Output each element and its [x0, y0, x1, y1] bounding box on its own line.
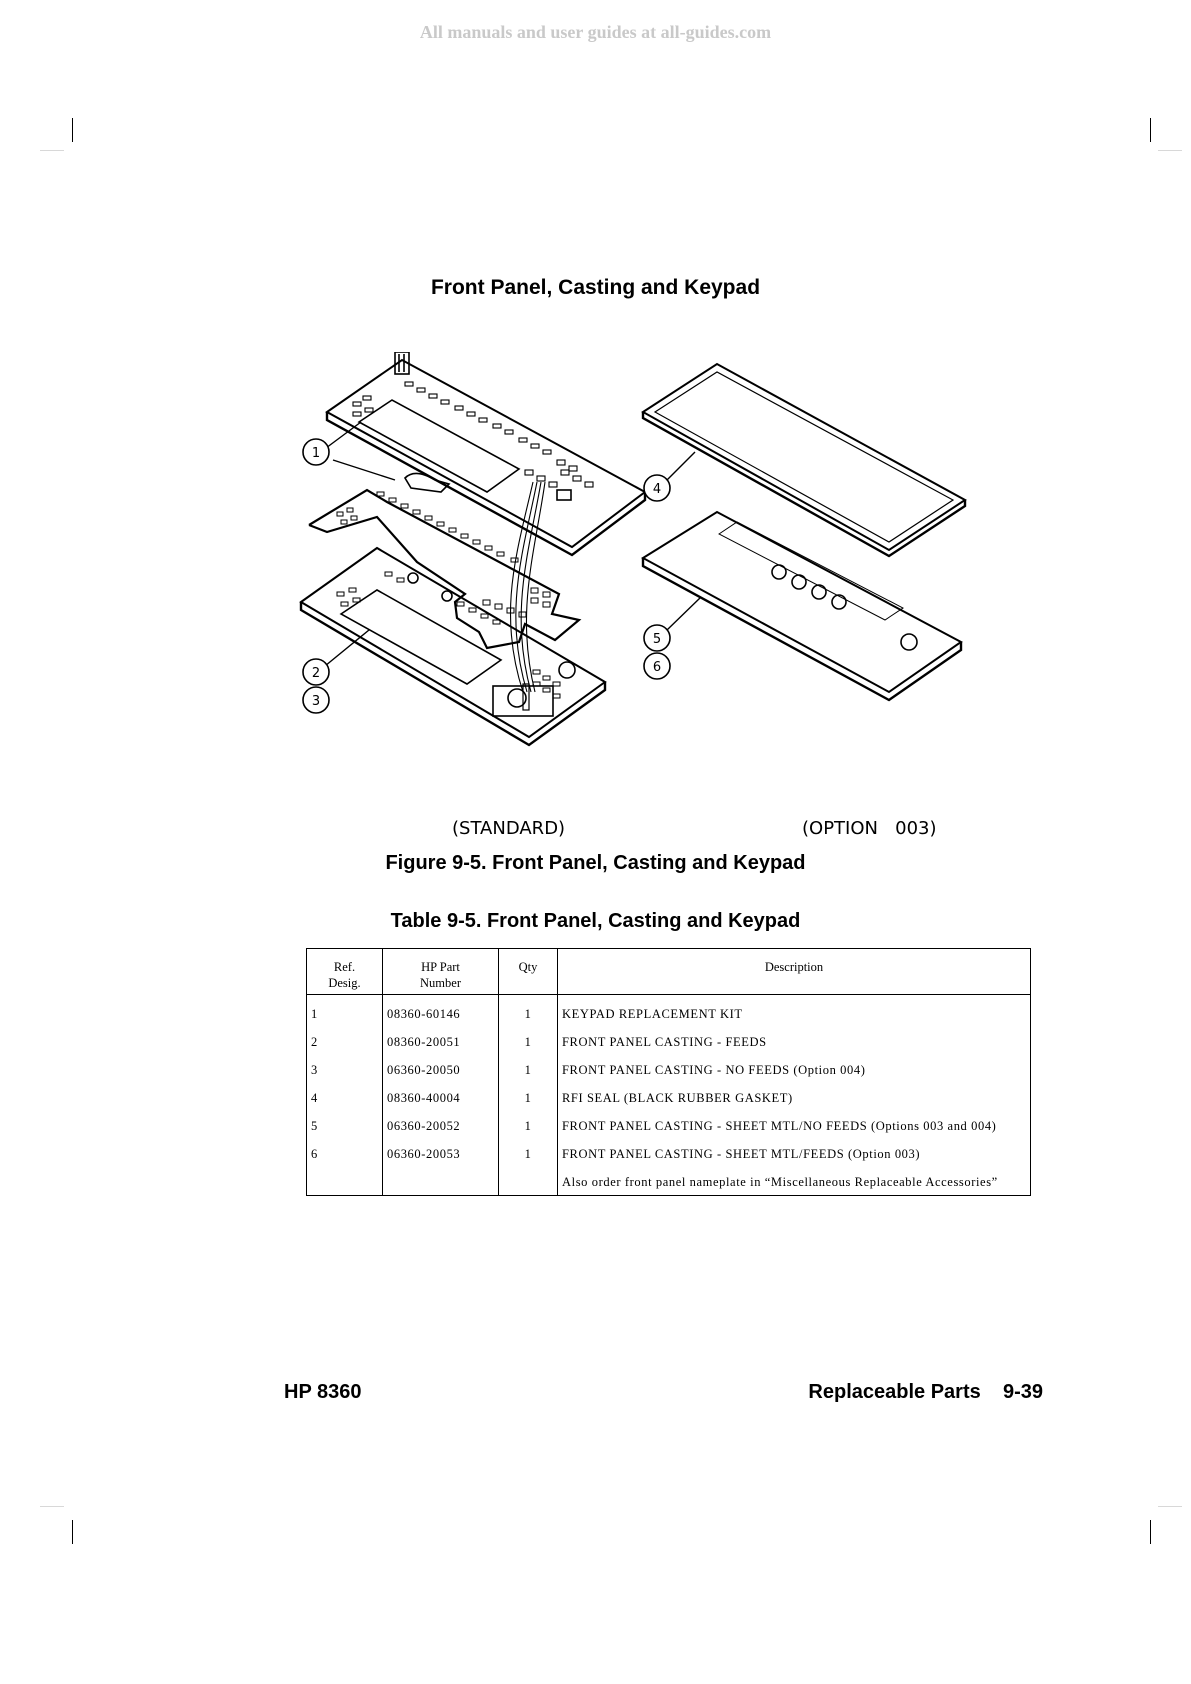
cell-ref: [306, 1167, 383, 1196]
svg-text:2: 2: [312, 666, 320, 681]
callout-4: 4: [643, 474, 671, 502]
cell-qty: 1: [498, 994, 558, 1027]
parts-table: Ref. Desig. HP Part Number Qty Descripti…: [306, 948, 1031, 1196]
header-qty: Qty: [498, 948, 558, 995]
header-ref-desig: Ref. Desig.: [306, 948, 383, 995]
label-standard: (STANDARD): [452, 818, 566, 839]
crop-mark: [40, 150, 64, 151]
svg-text:3: 3: [312, 694, 320, 709]
ribbon-cable-illustration: [509, 481, 546, 693]
cell-ref: 5: [306, 1111, 383, 1139]
cell-qty: 1: [498, 1139, 558, 1167]
cell-description: FRONT PANEL CASTING - NO FEEDS (Option 0…: [557, 1055, 1031, 1083]
cell-ref: 2: [306, 1027, 383, 1055]
cell-ref: 6: [306, 1139, 383, 1167]
callout-3: 3: [302, 686, 330, 714]
table-row: 3 06360-20050 1 FRONT PANEL CASTING - NO…: [306, 1055, 1031, 1083]
upper-front-panel-illustration: [325, 352, 647, 557]
footer-model: HP 8360: [284, 1381, 362, 1403]
cell-qty: 1: [498, 1027, 558, 1055]
header-part-number: HP Part Number: [382, 948, 499, 995]
crop-mark: [40, 1506, 64, 1507]
front-panel-exploded-diagram: 1 2 3 4 5 6: [299, 352, 967, 747]
cell-part-number: [382, 1167, 499, 1196]
crop-mark: [1158, 150, 1182, 151]
callout-6: 6: [643, 652, 671, 680]
label-option-003: (OPTION 003): [802, 818, 937, 839]
header-description: Description: [557, 948, 1031, 995]
lower-front-panel-illustration: [299, 546, 607, 747]
cell-description: KEYPAD REPLACEMENT KIT: [557, 994, 1031, 1027]
table-row: 2 08360-20051 1 FRONT PANEL CASTING - FE…: [306, 1027, 1031, 1055]
callout-5: 5: [643, 624, 671, 652]
callout-2: 2: [302, 658, 330, 686]
cell-qty: 1: [498, 1083, 558, 1111]
crop-mark: [72, 118, 73, 142]
crop-mark: [1150, 1520, 1151, 1544]
svg-text:6: 6: [653, 660, 661, 675]
cell-part-number: 06360-20052: [382, 1111, 499, 1139]
cell-qty: 1: [498, 1111, 558, 1139]
cell-description: FRONT PANEL CASTING - SHEET MTL/FEEDS (O…: [557, 1139, 1031, 1167]
footer-section-page: Replaceable Parts 9-39: [808, 1381, 1043, 1403]
table-header-row: Ref. Desig. HP Part Number Qty Descripti…: [306, 948, 1031, 995]
rfi-seal-illustration: [641, 362, 967, 558]
cell-ref: 4: [306, 1083, 383, 1111]
callout-1: 1: [302, 438, 330, 466]
table-caption: Table 9-5. Front Panel, Casting and Keyp…: [390, 910, 801, 932]
crop-mark: [72, 1520, 73, 1544]
table-row: 4 08360-40004 1 RFI SEAL (BLACK RUBBER G…: [306, 1083, 1031, 1111]
cell-part-number: 08360-40004: [382, 1083, 499, 1111]
table-row: 6 06360-20053 1 FRONT PANEL CASTING - SH…: [306, 1139, 1031, 1167]
cell-description: RFI SEAL (BLACK RUBBER GASKET): [557, 1083, 1031, 1111]
page-title: Front Panel, Casting and Keypad: [430, 276, 761, 299]
keypad-sheet-illustration: [308, 488, 582, 650]
crop-mark: [1150, 118, 1151, 142]
cell-ref: 1: [306, 994, 383, 1027]
cell-part-number: 06360-20050: [382, 1055, 499, 1083]
svg-text:4: 4: [653, 482, 661, 497]
cell-description: FRONT PANEL CASTING - FEEDS: [557, 1027, 1031, 1055]
cell-part-number: 06360-20053: [382, 1139, 499, 1167]
cell-description: FRONT PANEL CASTING - SHEET MTL/NO FEEDS…: [557, 1111, 1031, 1139]
table-row: Also order front panel nameplate in “Mis…: [306, 1167, 1031, 1196]
cell-qty: [498, 1167, 558, 1196]
cell-description: Also order front panel nameplate in “Mis…: [557, 1167, 1031, 1196]
svg-text:1: 1: [312, 446, 320, 461]
crop-mark: [1158, 1506, 1182, 1507]
cell-ref: 3: [306, 1055, 383, 1083]
table-row: 5 06360-20052 1 FRONT PANEL CASTING - SH…: [306, 1111, 1031, 1139]
table-row: 1 08360-60146 1 KEYPAD REPLACEMENT KIT: [306, 994, 1031, 1027]
watermark: All manuals and user guides at all-guide…: [419, 22, 772, 42]
svg-text:5: 5: [653, 632, 661, 647]
cell-part-number: 08360-60146: [382, 994, 499, 1027]
sheet-metal-panel-illustration: [641, 510, 963, 702]
callout-leaders: [324, 421, 702, 667]
figure-caption: Figure 9-5. Front Panel, Casting and Key…: [385, 852, 806, 874]
cell-part-number: 08360-20051: [382, 1027, 499, 1055]
cell-qty: 1: [498, 1055, 558, 1083]
